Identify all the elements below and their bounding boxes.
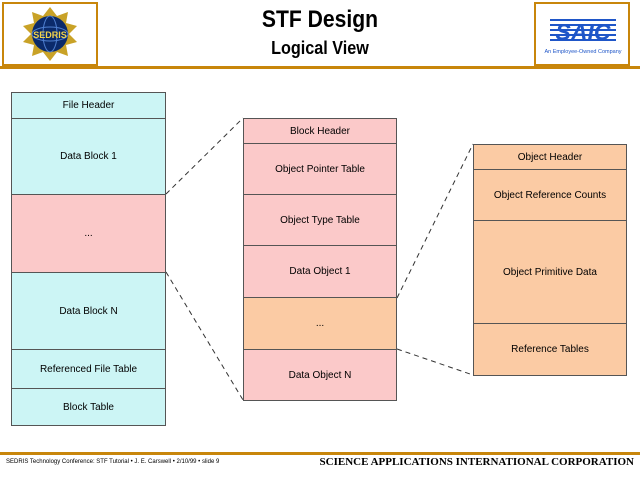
- page-title: STF Design: [261, 6, 379, 33]
- file-ellipsis-label: ...: [84, 228, 93, 239]
- object-type-table-cell: Object Type Table: [243, 194, 397, 246]
- sedris-globe-logo-icon: SEDRIS: [14, 7, 86, 61]
- block-table-label: Block Table: [63, 401, 114, 413]
- object-reference-counts-label: Object Reference Counts: [493, 189, 607, 201]
- saic-logo-text: SAIC: [556, 19, 611, 45]
- object-pointer-table-cell: Object Pointer Table: [243, 143, 397, 195]
- block-table-cell: Block Table: [11, 388, 166, 426]
- object-type-table-label: Object Type Table: [280, 214, 360, 226]
- file-header-label: File Header: [62, 100, 115, 111]
- referenced-file-table-cell: Referenced File Table: [11, 349, 166, 389]
- data-object-1-label: Data Object 1: [289, 266, 351, 277]
- file-header-cell: File Header: [11, 92, 166, 119]
- header-divider: [0, 66, 640, 69]
- data-block-n-label: Data Block N: [59, 305, 118, 317]
- reference-tables-cell: Reference Tables: [473, 323, 627, 376]
- saic-logo: SAIC An Employee-Owned Company: [534, 2, 630, 66]
- footer-company: SCIENCE APPLICATIONS INTERNATIONAL CORPO…: [319, 456, 634, 468]
- file-ellipsis-cell: ...: [11, 194, 166, 273]
- object-header-label: Object Header: [517, 151, 583, 163]
- connector-object-top: [396, 143, 474, 299]
- block-ellipsis-label: ...: [315, 318, 325, 329]
- saic-logo-icon: SAIC An Employee-Owned Company: [544, 19, 622, 55]
- data-block-n-cell: Data Block N: [11, 272, 166, 350]
- sedris-logo: SEDRIS: [2, 2, 98, 66]
- reference-tables-label: Reference Tables: [511, 344, 589, 355]
- block-ellipsis-cell: ...: [243, 297, 397, 350]
- connector-object-bottom: [396, 348, 474, 376]
- page-subtitle: Logical View: [271, 38, 369, 58]
- block-header-label: Block Header: [289, 125, 351, 137]
- object-reference-counts-cell: Object Reference Counts: [473, 169, 627, 221]
- connector-block-bottom: [165, 271, 244, 401]
- object-pointer-table-label: Object Pointer Table: [275, 163, 365, 175]
- object-header-cell: Object Header: [473, 144, 627, 170]
- object-primitive-data-label: Object Primitive Data: [503, 266, 597, 278]
- data-object-n-label: Data Object N: [288, 369, 352, 381]
- data-block-1-cell: Data Block 1: [11, 118, 166, 195]
- data-object-1-cell: Data Object 1: [243, 245, 397, 298]
- data-block-1-label: Data Block 1: [60, 151, 117, 162]
- file-structure-column: File Header Data Block 1 ... Data Block …: [11, 92, 166, 426]
- block-header-cell: Block Header: [243, 118, 397, 144]
- sedris-logo-text: SEDRIS: [33, 30, 67, 40]
- object-structure-column: Object Header Object Reference Counts Ob…: [473, 144, 627, 376]
- data-object-n-cell: Data Object N: [243, 349, 397, 401]
- footer-divider: [0, 452, 640, 455]
- referenced-file-table-label: Referenced File Table: [39, 363, 138, 375]
- footer-citation: SEDRIS Technology Conference: STF Tutori…: [6, 459, 220, 465]
- saic-tagline: An Employee-Owned Company: [544, 49, 621, 55]
- connector-block-top: [165, 117, 244, 195]
- block-structure-column: Block Header Object Pointer Table Object…: [243, 118, 397, 401]
- object-primitive-data-cell: Object Primitive Data: [473, 220, 627, 324]
